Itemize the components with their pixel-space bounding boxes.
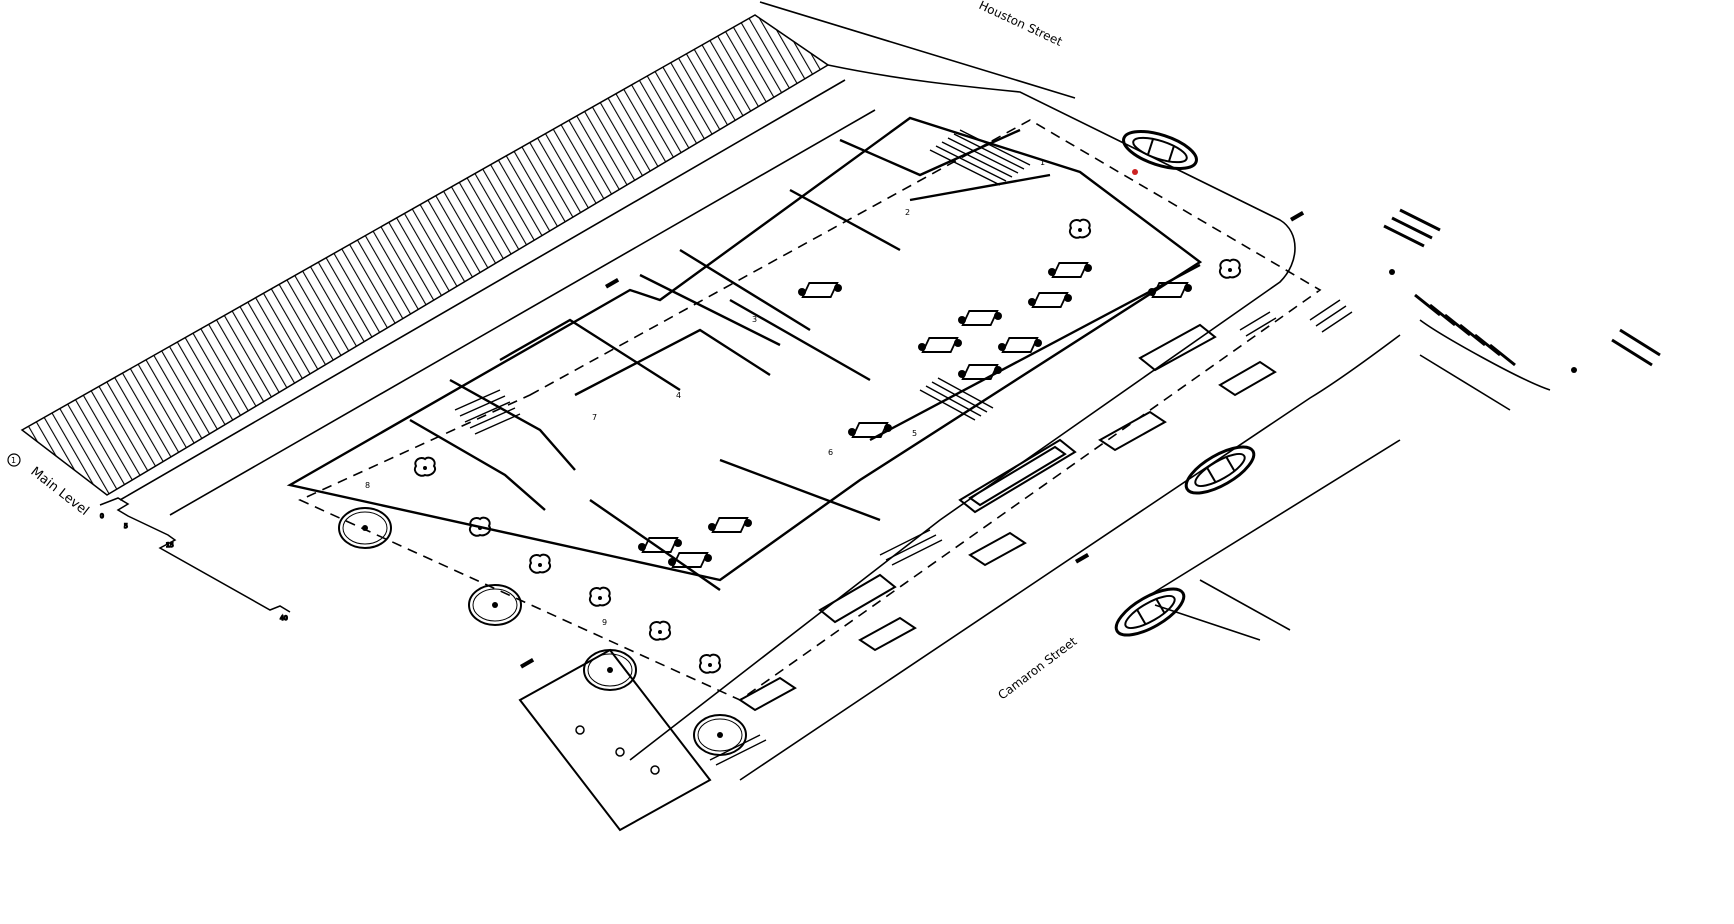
north-street-label: Houston Street	[977, 0, 1065, 49]
room-number: 3	[752, 315, 757, 324]
room-number: 5	[912, 429, 917, 438]
scale-bar: 0 5 15 40	[99, 497, 291, 623]
room-number: 7	[592, 413, 597, 422]
svg-text:15: 15	[166, 542, 174, 549]
crosswalks	[1383, 208, 1661, 367]
stairs	[454, 129, 1353, 766]
hatched-parcel	[20, 14, 830, 496]
svg-text:5: 5	[124, 523, 128, 530]
room-number: 6	[828, 448, 833, 457]
room-number: 9	[602, 618, 607, 627]
drawing-number-circle	[7, 453, 21, 467]
site-boundary	[298, 119, 1322, 701]
street-edges	[119, 1, 1551, 781]
building-walls	[286, 116, 1203, 591]
drawing-number: 1	[11, 456, 16, 465]
south-street-label: Camaron Street	[995, 634, 1079, 702]
cars	[1108, 122, 1262, 646]
svg-text:40: 40	[280, 615, 288, 622]
room-number: 4	[676, 391, 681, 400]
room-number: 8	[365, 481, 370, 490]
planters	[518, 323, 1277, 832]
room-numbers: 1 2 3 4 5 6 7 8 9	[365, 158, 1045, 627]
room-number: 1	[1040, 158, 1045, 167]
svg-text:0: 0	[100, 513, 104, 520]
site-marks	[520, 169, 1577, 775]
room-number: 2	[905, 208, 910, 217]
